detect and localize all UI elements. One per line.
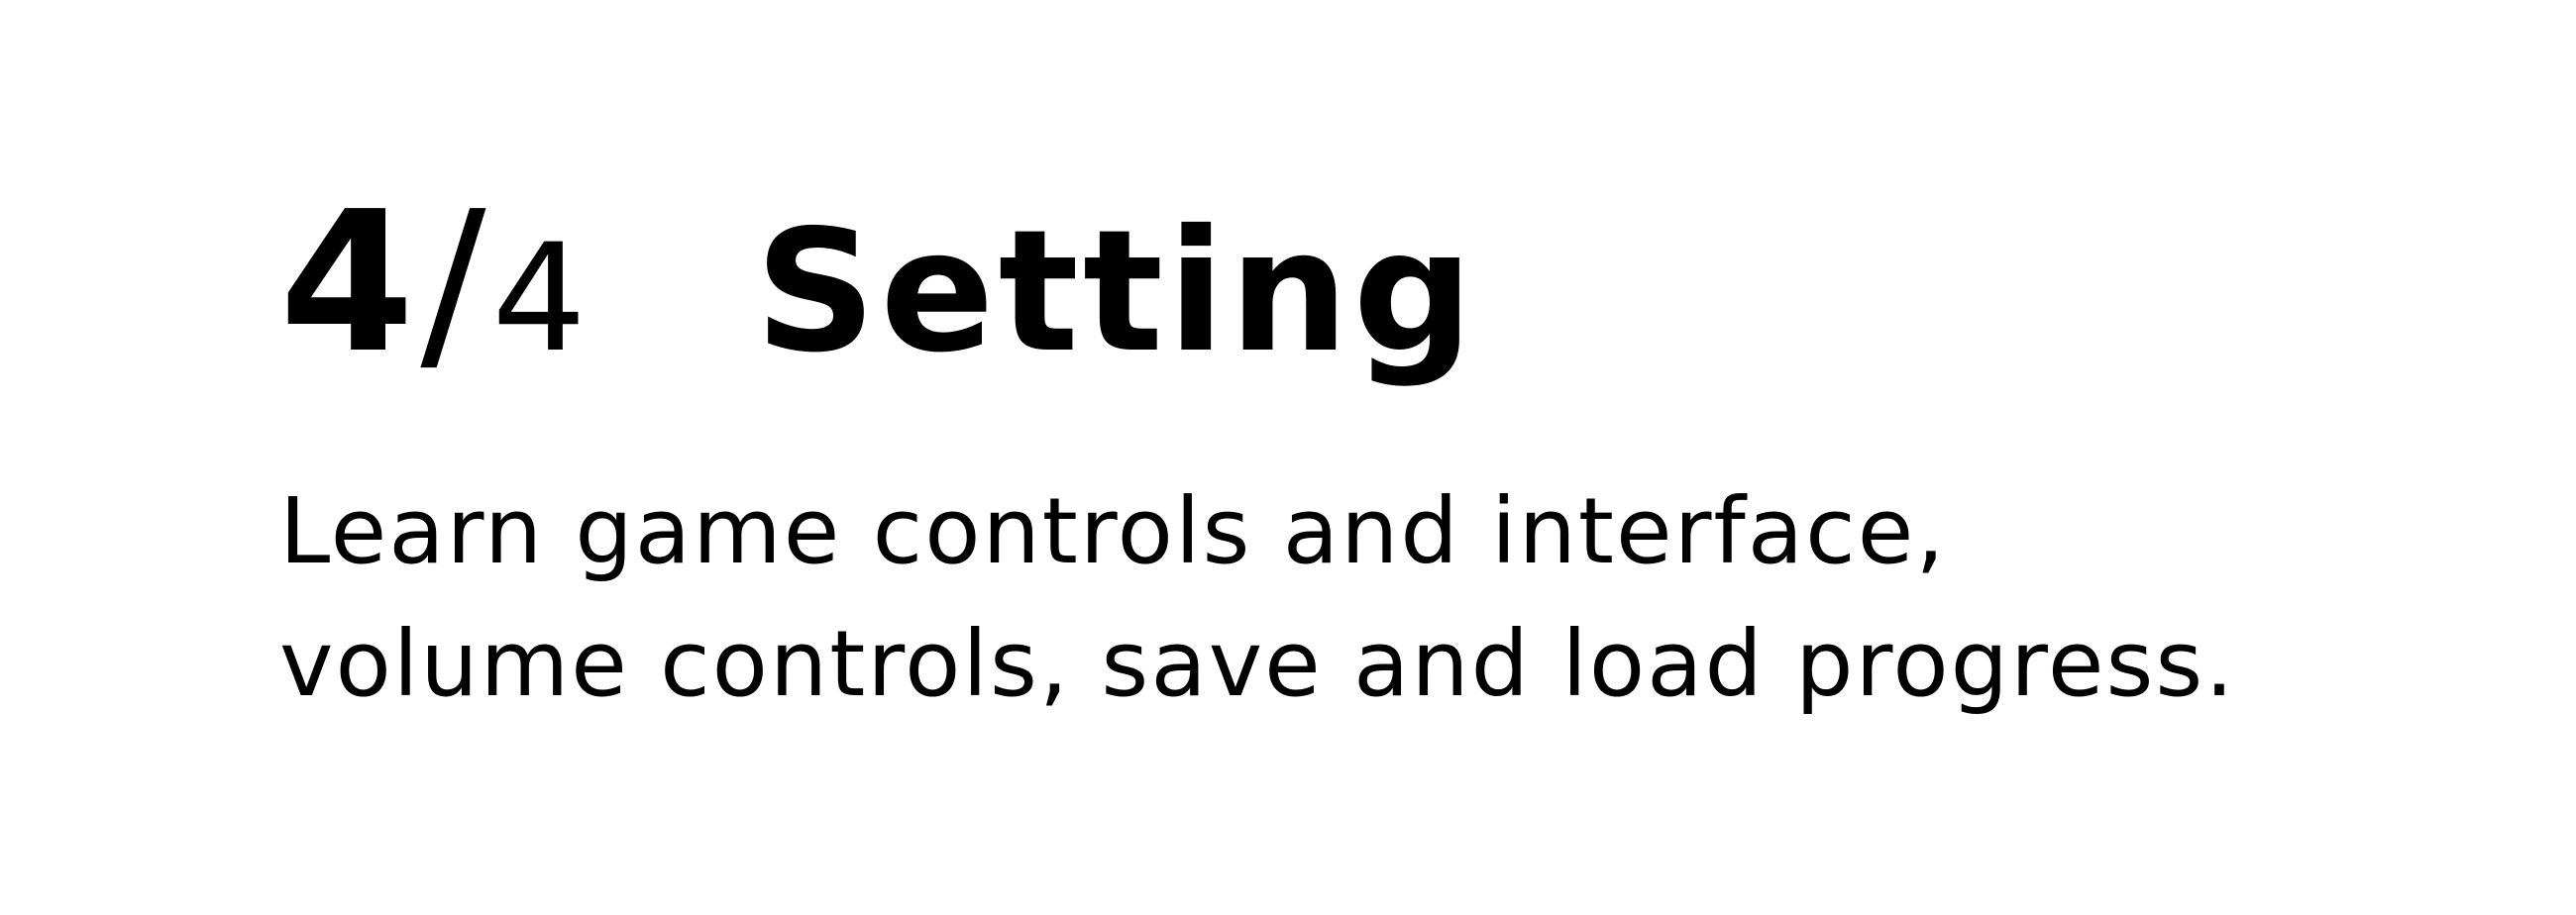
step-total-number: 4 [491,213,587,385]
description-line-2: volume controls, save and load progress. [279,611,2236,717]
description-line-1: Learn game controls and interface, [279,478,1947,584]
step-separator: / [420,170,486,396]
step-title: Setting [754,194,1478,390]
step-current-number: 4 [279,170,415,396]
step-header: 4 / 4 Setting [279,186,1477,384]
step-description: Learn game controls and interface, volum… [279,465,2459,731]
